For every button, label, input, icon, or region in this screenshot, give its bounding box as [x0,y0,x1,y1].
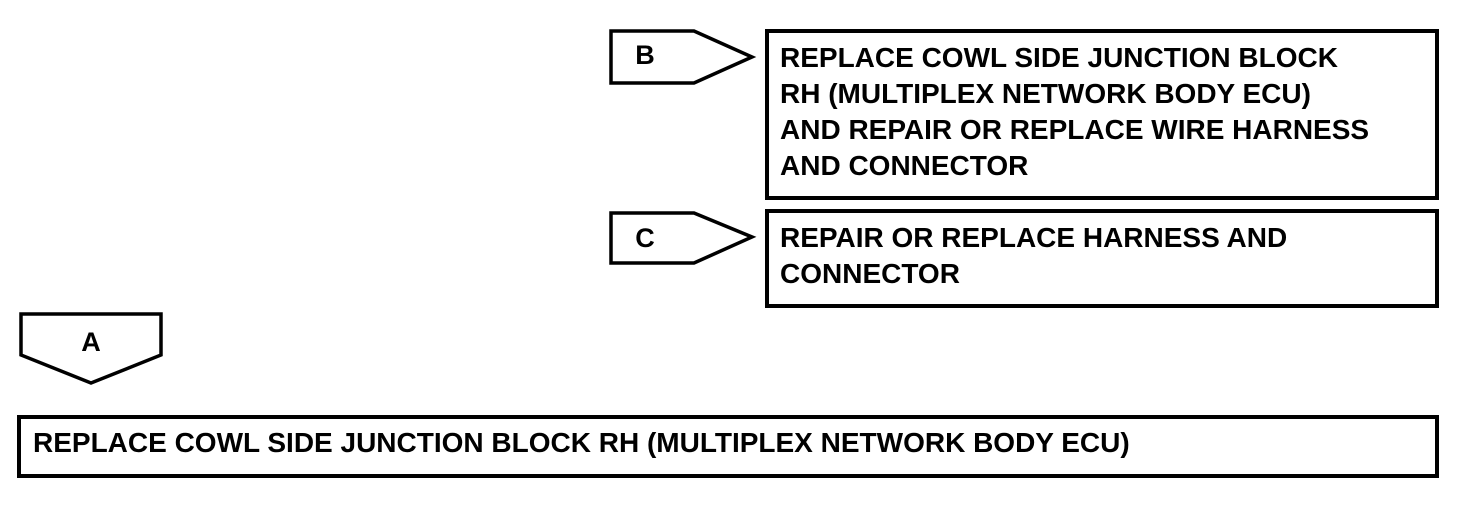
box-b-text: REPLACE COWL SIDE JUNCTION BLOCK RH (MUL… [780,42,1370,181]
box-a [17,415,1439,478]
box-a-text: REPLACE COWL SIDE JUNCTION BLOCK RH (MUL… [33,427,1130,458]
box-c-text: REPAIR OR REPLACE HARNESS AND CONNECTOR [780,222,1288,289]
box-b [765,29,1439,200]
arrow-a-label: A [81,327,101,357]
arrow-b-label: B [635,40,655,70]
arrow-c-label: C [635,223,655,253]
box-c [765,209,1439,308]
arrow-c-shape [609,211,757,265]
arrow-a-shape [19,312,163,385]
arrow-b-shape [609,29,757,85]
